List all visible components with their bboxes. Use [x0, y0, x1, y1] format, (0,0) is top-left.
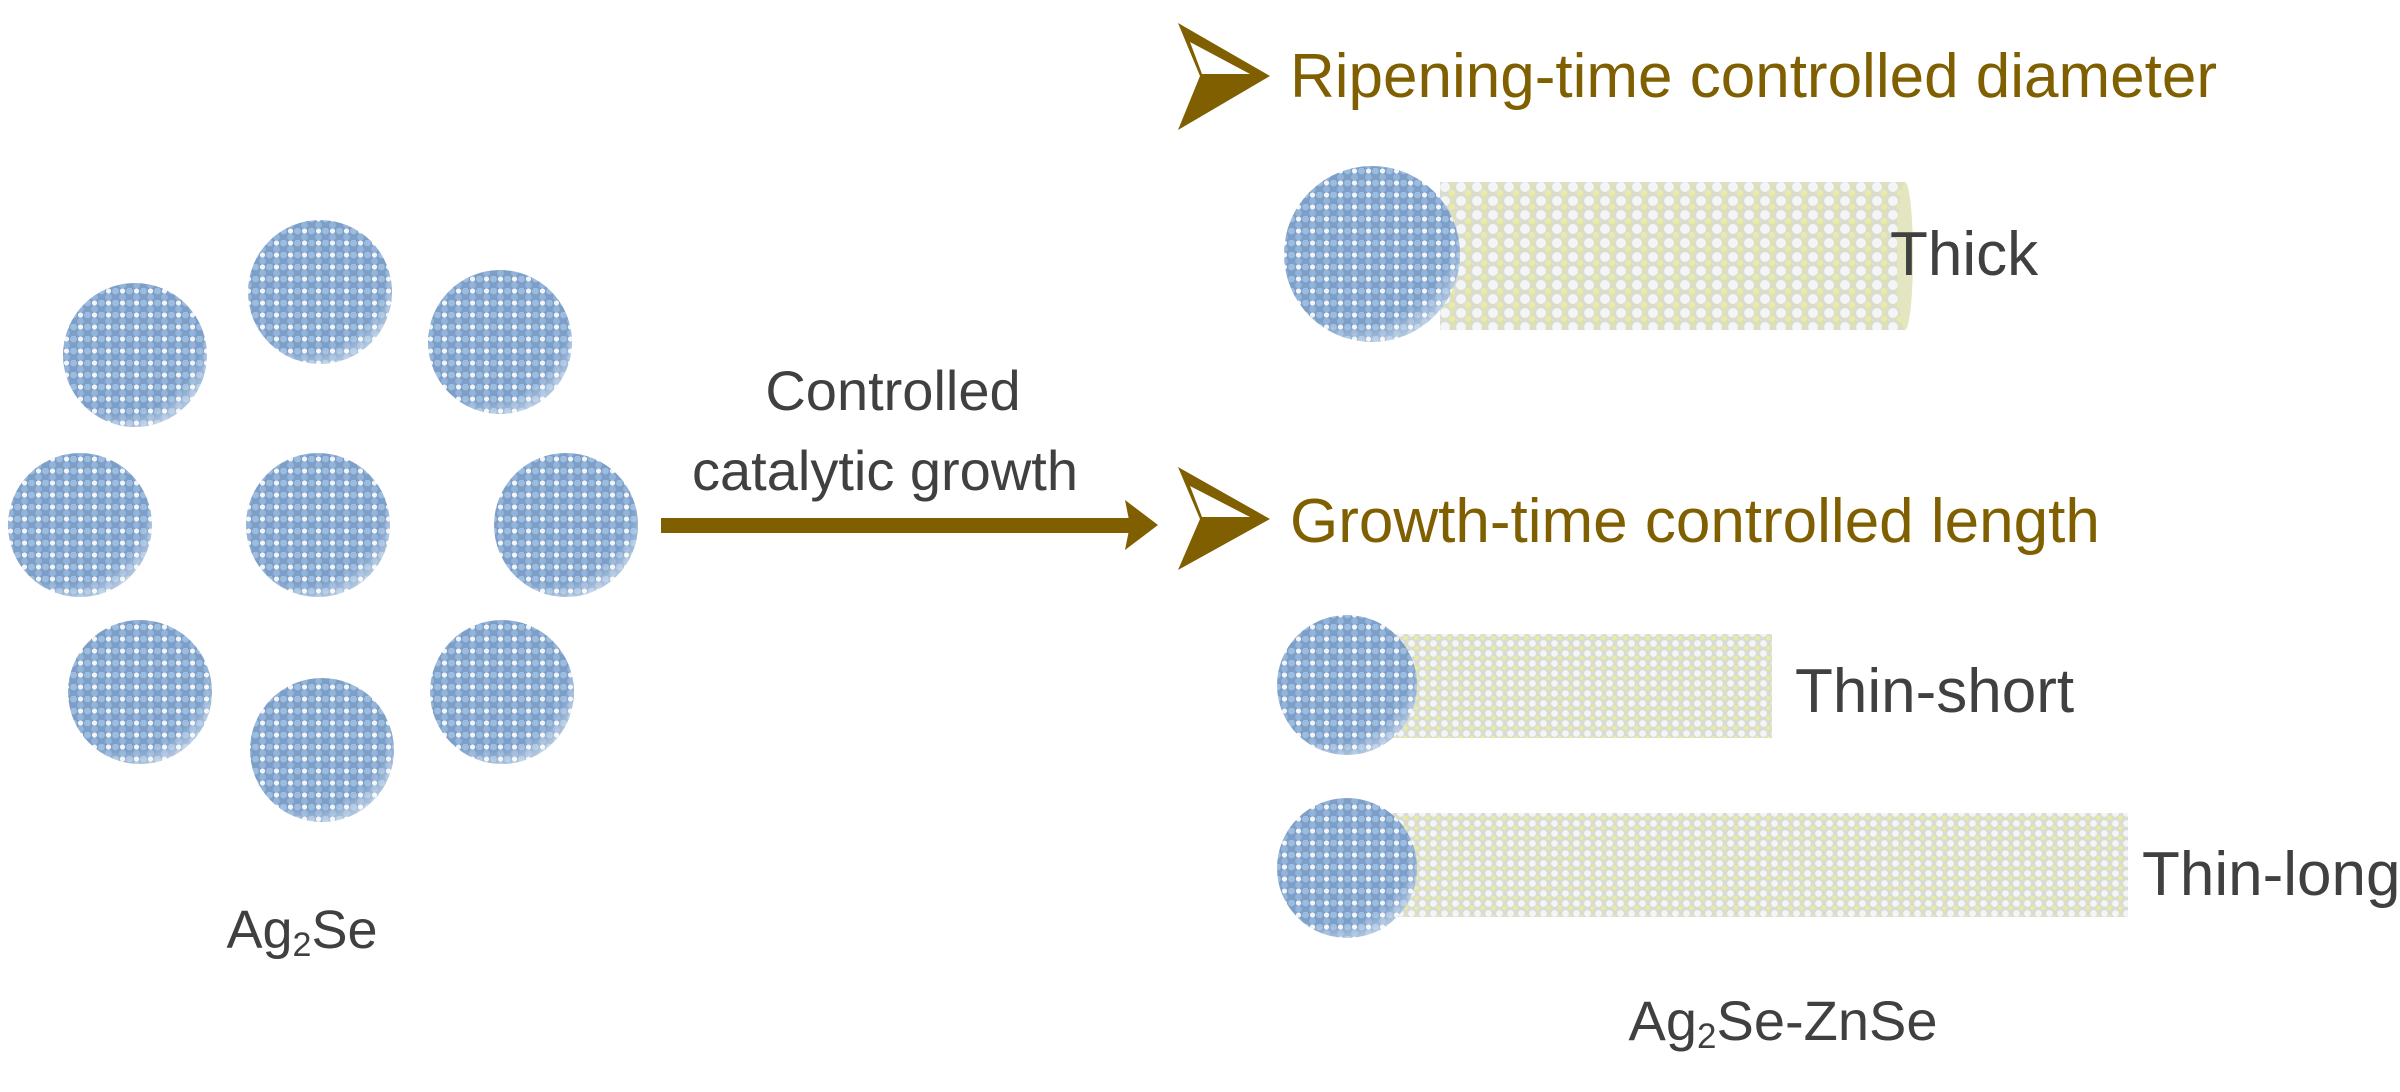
nanocrystal: [430, 620, 574, 764]
process-label-line1: Controlled: [765, 359, 1020, 422]
heading-length: Growth-time controlled length: [1290, 487, 2100, 556]
rod-label-thin-short: Thin-short: [1795, 657, 2074, 726]
nanocrystal: [8, 453, 152, 597]
nanocrystal: [248, 220, 392, 364]
nanocrystal: [428, 270, 572, 414]
nanocrystal: [68, 620, 212, 764]
process-label-line2: catalytic growth: [692, 439, 1078, 502]
nanocrystal: [250, 678, 394, 822]
heading-diameter: Ripening-time controlled diameter: [1290, 42, 2217, 111]
ag2se-nanocrystal-cluster: [8, 220, 638, 822]
rod-label-thin-long: Thin-long: [2142, 840, 2400, 909]
dart-bullet-icon: [1178, 467, 1270, 570]
nanocrystal: [246, 453, 390, 597]
arrow-right-icon: [661, 500, 1158, 550]
thin-short-nanorod: [1277, 615, 1772, 755]
nanocrystal: [63, 283, 207, 427]
ag2se-znse-label: Ag2Se-ZnSe: [1629, 989, 1938, 1056]
thin-long-nanorod: [1277, 798, 2128, 938]
nanocrystal: [494, 453, 638, 597]
dart-bullet-icon: [1178, 23, 1270, 130]
ag2se-label: Ag2Se: [226, 900, 377, 964]
rod-label-thick: Thick: [1890, 220, 2039, 289]
thick-nanorod: [1284, 166, 1913, 342]
